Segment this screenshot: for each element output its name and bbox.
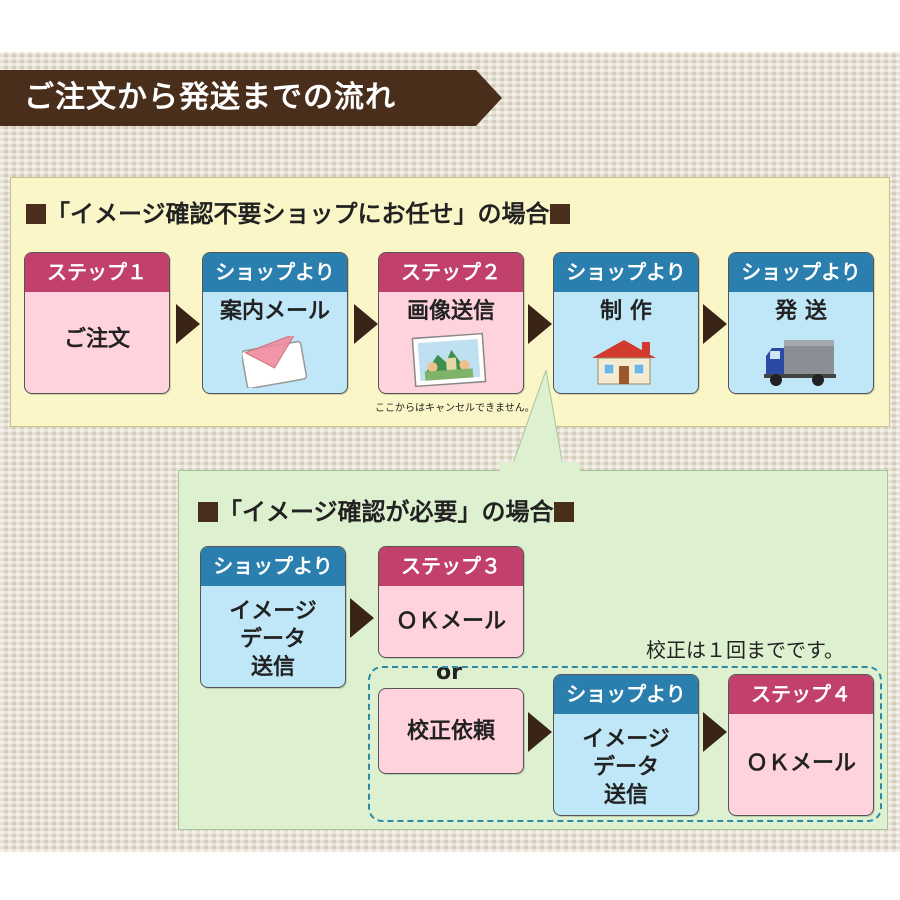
card-production: ショップより 制 作 [553, 252, 699, 394]
cancel-note: ここからはキャンセルできません。 [375, 403, 535, 414]
card-header: ショップより [554, 675, 698, 714]
card-header: ショップより [729, 253, 873, 292]
card-header: ステップ３ [379, 547, 523, 586]
card-body-line: データ [239, 627, 306, 652]
arrow-right-icon [354, 304, 378, 344]
card-body-text: 案内メール [219, 299, 330, 324]
square-bullet-icon [26, 204, 46, 224]
truck-icon [764, 340, 836, 386]
arrow-right-icon [703, 304, 727, 344]
revision-dashed-box [368, 666, 882, 822]
card-body-line: 送信 [250, 655, 295, 680]
card-step4: ステップ４ ＯＫメール [728, 674, 874, 816]
or-label: or [436, 660, 462, 685]
arrow-right-icon [350, 598, 374, 638]
card-body-text: ＯＫメール [395, 609, 506, 634]
title-banner: ご注文から発送までの流れ [0, 70, 502, 126]
card-body-text: 校正依頼 [406, 719, 495, 744]
envelope-icon [242, 336, 308, 388]
square-bullet-icon [198, 502, 218, 522]
card-step3: ステップ３ ＯＫメール [378, 546, 524, 658]
card-body-line: データ [592, 755, 659, 780]
callout-pointer-join [500, 462, 580, 476]
card-header: ステップ１ [25, 253, 169, 292]
arrow-right-icon [528, 712, 552, 752]
card-body-text: 制 作 [600, 299, 652, 324]
section2-title: 「イメージ確認が必要」の場合 [218, 498, 554, 526]
card-body-text: ＯＫメール [745, 751, 856, 776]
card-body-text: ご注文 [63, 327, 130, 352]
card-revision-request: 校正依頼 [378, 688, 524, 774]
card-header: ステップ２ [379, 253, 523, 292]
photo-icon [411, 332, 487, 388]
card-body-text: 画像送信 [406, 299, 495, 324]
square-bullet-icon [553, 502, 574, 522]
card-image-data-send: ショップより イメージ データ 送信 [200, 546, 346, 688]
card-body-line: イメージ [582, 727, 670, 752]
page-title: ご注文から発送までの流れ [24, 80, 396, 115]
card-body-line: イメージ [229, 599, 317, 624]
house-icon [592, 340, 656, 385]
card-header: ショップより [201, 547, 345, 586]
section1-title: 「イメージ確認不要ショップにお任せ」の場合 [46, 200, 550, 228]
card-body-text: 発 送 [775, 299, 827, 324]
arrow-right-icon [176, 304, 200, 344]
card-step1: ステップ１ ご注文 [24, 252, 170, 394]
revision-limit-note: 校正は１回までです。 [646, 638, 844, 662]
card-image-data-send-2: ショップより イメージ データ 送信 [553, 674, 699, 816]
square-bullet-icon [549, 204, 570, 224]
arrow-right-icon [528, 304, 552, 344]
section2-heading: 「イメージ確認が必要」の場合 [198, 492, 574, 527]
section1-heading: 「イメージ確認不要ショップにお任せ」の場合 [26, 194, 570, 229]
banner-shape [0, 70, 502, 126]
card-body-line: 送信 [603, 783, 648, 808]
card-header: ショップより [203, 253, 347, 292]
callout-pointer [509, 370, 565, 473]
card-step2: ステップ２ 画像送信 [378, 252, 524, 394]
arrow-right-icon [703, 712, 727, 752]
card-header: ショップより [554, 253, 698, 292]
card-header: ステップ４ [729, 675, 873, 714]
